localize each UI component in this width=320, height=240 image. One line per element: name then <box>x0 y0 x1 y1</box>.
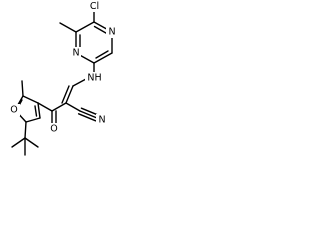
tert-butyl-methyl <box>11 137 26 148</box>
bond-to-tert-butyl <box>24 121 27 139</box>
atom-ring-nitrogen: N <box>106 26 117 38</box>
ring-nitrogen-label: N <box>72 48 79 59</box>
amine-label: NH <box>87 73 101 84</box>
nitrile-triple-bond <box>79 110 98 119</box>
tert-butyl-methyl <box>24 137 39 148</box>
nitrile-triple-bond <box>77 113 97 122</box>
ketone-oxygen-label: O <box>50 124 57 135</box>
atom-nitrile-nitrogen: N <box>96 114 107 126</box>
bond <box>25 117 41 123</box>
bond-to-nitrile <box>65 102 81 112</box>
bond-nh-vinyl <box>72 78 87 87</box>
double-bond-inner <box>95 50 109 59</box>
bond-to-furan <box>37 102 53 112</box>
double-bond-inner <box>34 105 38 117</box>
bond <box>22 95 39 104</box>
nitrile-triple-bond <box>80 107 100 116</box>
chemical-structure: Cl N N NH N O O <box>8 1 117 156</box>
atom-chlorine: Cl <box>87 1 102 12</box>
atom-ketone-oxygen: O <box>48 123 60 135</box>
vinyl-double-bond <box>61 85 70 104</box>
atom-furan-oxygen: O <box>8 104 20 116</box>
atom-amine: NH <box>85 72 104 84</box>
bond <box>75 21 95 33</box>
bond-to-carbonyl <box>51 102 67 112</box>
vinyl-bond <box>65 85 74 104</box>
nitrile-nitrogen-label: N <box>98 115 105 126</box>
bond <box>37 102 41 119</box>
bond-to-methyl <box>59 22 77 33</box>
furan-oxygen-label: O <box>10 105 17 116</box>
ring-nitrogen-label: N <box>108 27 115 38</box>
bond <box>93 52 113 64</box>
chlorine-label: Cl <box>90 1 99 12</box>
bond-to-methyl <box>21 80 24 97</box>
atom-ring-nitrogen: N <box>70 47 81 59</box>
